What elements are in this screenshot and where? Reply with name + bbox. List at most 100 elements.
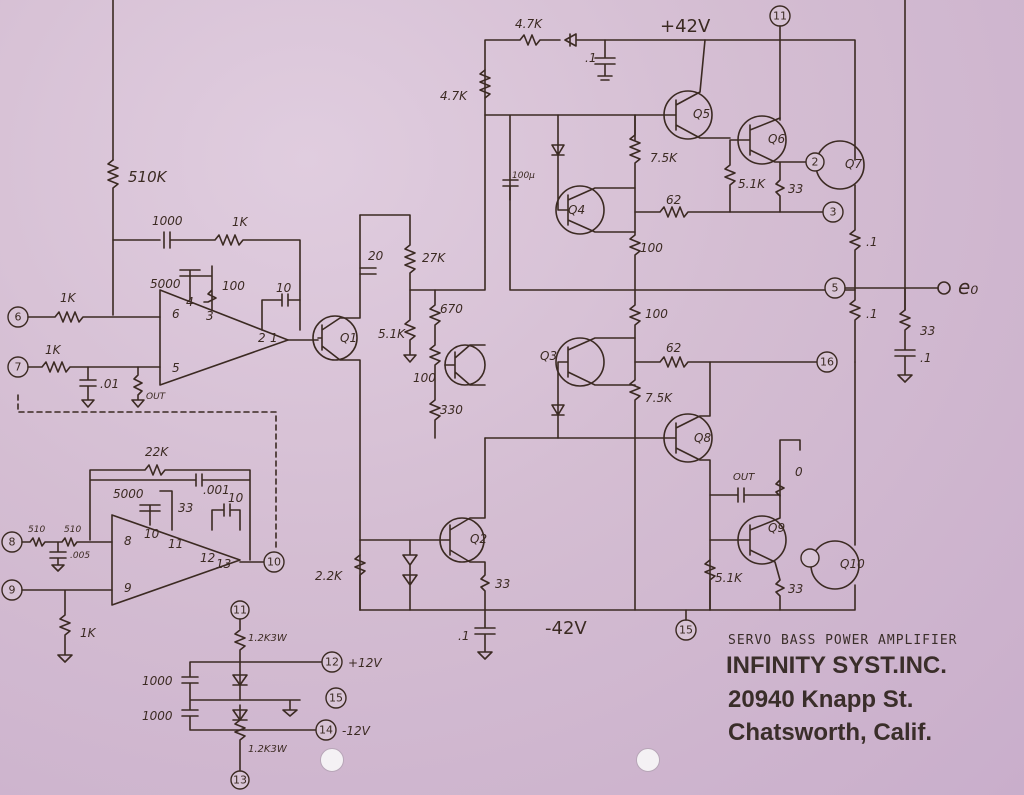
punch-hole-right: [636, 748, 660, 772]
q1-leads: [317, 214, 361, 611]
input-9-network: [21, 589, 113, 663]
center-resistor-string: [629, 114, 641, 611]
label-c01: .01: [100, 377, 119, 391]
label-33-q2: 33: [495, 577, 510, 591]
node-16: [816, 351, 838, 373]
label-33-a: 33: [788, 182, 803, 196]
node-8-label: 8: [9, 536, 16, 549]
regulator-network: [181, 661, 323, 731]
node-11-bot-label: 11: [233, 604, 247, 617]
label-510-b: 510: [64, 525, 81, 535]
label-c100u: 100µ: [512, 171, 535, 181]
label-47k-top: 4.7K: [515, 17, 543, 31]
opamp-1: [159, 289, 289, 386]
cap-out-2: [709, 439, 801, 503]
label-c1-top: .1: [585, 51, 596, 65]
transistor-q3: [555, 337, 605, 387]
label-r1k-fb: 1K: [232, 215, 249, 229]
node-16-label: 16: [820, 356, 834, 369]
label-27k: 27K: [422, 251, 446, 265]
label-c1000-b: 1000: [142, 709, 173, 723]
pin1: 1: [270, 331, 278, 345]
opamp-2: [111, 514, 241, 606]
node-18: [800, 548, 820, 568]
resistor-62-bot: [634, 356, 826, 368]
input-7-wire: [27, 361, 161, 373]
city-stamp: Chatsworth, Calif.: [728, 719, 933, 746]
label-c10b: 10: [228, 491, 244, 505]
q2-base-network: [354, 539, 418, 611]
pin5: 5: [172, 361, 180, 375]
label-output: e₀: [958, 275, 978, 299]
input-8-network: [21, 537, 113, 572]
label-q7: Q7: [845, 157, 862, 171]
label-q2: Q2: [470, 532, 487, 546]
pin3: 3: [206, 309, 214, 323]
comp-network-1: [179, 265, 217, 311]
transistor-q4: [555, 185, 605, 235]
label-q6: Q6: [768, 132, 785, 146]
node-2: [805, 152, 825, 172]
pin13: 13: [216, 557, 231, 571]
vbe-leads: [444, 344, 486, 386]
title-stamp: SERVO BASS POWER AMPLIFIER: [728, 633, 958, 648]
cap-10a: [261, 293, 301, 331]
label-510-a: 510: [28, 525, 45, 535]
pin9: 9: [124, 581, 132, 595]
label-12k3w-b: 1.2K3W: [248, 744, 288, 755]
label-n12: -12V: [342, 724, 371, 738]
cap-1-top: [594, 39, 616, 81]
node-9-label: 9: [9, 584, 16, 597]
node-11-top-label: 11: [773, 10, 787, 23]
pin2: 2: [258, 331, 266, 345]
label-q3: Q3: [540, 349, 557, 363]
cap-100u: [502, 179, 519, 201]
label-q1: Q1: [340, 331, 357, 345]
label-100-pot: 100: [413, 371, 436, 385]
label-minus42: -42V: [545, 618, 587, 639]
node-13: [315, 719, 337, 741]
pin12: 12: [200, 551, 215, 565]
vbe-multiplier: [429, 289, 441, 439]
label-q9: Q9: [768, 521, 785, 535]
street-stamp: 20940 Knapp St.: [728, 686, 914, 713]
q5-leads: [634, 39, 731, 139]
label-670: 670: [440, 302, 463, 316]
label-c1000-a: 1000: [142, 674, 173, 688]
label-47k-left: 4.7K: [440, 89, 468, 103]
label-r1-a: .1: [866, 235, 877, 249]
label-p12: +12V: [348, 656, 382, 670]
label-c1-bot: .1: [458, 629, 469, 643]
resistor-510k: [107, 159, 119, 316]
label-plus42: +42V: [660, 16, 711, 37]
label-51k-a: 5.1K: [378, 327, 406, 341]
node-12-label: 12: [325, 656, 339, 669]
zobel-network: [894, 287, 916, 383]
node-10: [263, 551, 285, 573]
q3-leads: [551, 337, 636, 439]
label-r100a: 100: [222, 279, 245, 293]
q8-leads: [634, 361, 711, 611]
company-stamp: INFINITY SYST.INC.: [726, 652, 947, 679]
label-c5000a: 5000: [150, 277, 181, 291]
label-c1000: 1000: [152, 214, 183, 228]
node-12: [321, 651, 343, 673]
node-10-label: 10: [267, 556, 281, 569]
punch-hole-left: [320, 748, 344, 772]
label-100-mid1: 100: [640, 241, 663, 255]
label-c005: .005: [70, 551, 90, 561]
label-c20: 20: [368, 249, 384, 263]
label-r1k-9: 1K: [80, 626, 97, 640]
label-62-top: 62: [666, 193, 681, 207]
label-c1-out: .1: [920, 351, 931, 365]
label-22k: 22K: [145, 445, 169, 459]
cap-20: [359, 267, 377, 275]
resistor-51k-a: [403, 289, 417, 363]
regulator-string: [234, 618, 246, 771]
emitter-resistors: [849, 184, 861, 363]
pin11: 11: [168, 537, 183, 551]
pin10: 10: [144, 527, 160, 541]
node-14-label: 15: [329, 692, 343, 705]
label-51k-c: 5.1K: [715, 571, 743, 585]
